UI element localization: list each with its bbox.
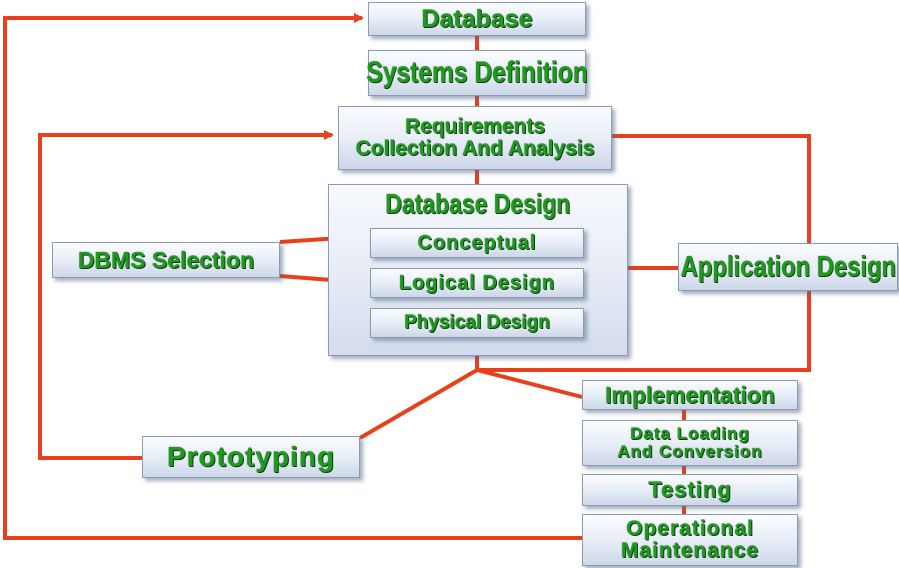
requirements-line2: Collection And Analysis xyxy=(355,137,595,160)
operational-maintenance-line1: Operational xyxy=(626,516,754,540)
connector-prototyping-feedback xyxy=(38,130,334,460)
systems-definition-box[interactable]: Systems Definition xyxy=(366,50,588,96)
testing-box[interactable]: Testing xyxy=(582,474,798,506)
database-label: Database xyxy=(421,4,533,33)
application-design-box[interactable]: Application Design xyxy=(678,243,898,291)
testing-label: Testing xyxy=(648,477,732,503)
physical-design-box[interactable]: Physical Design xyxy=(370,308,584,338)
data-loading-text: Data Loading And Conversion xyxy=(617,425,762,461)
prototyping-label: Prototyping xyxy=(166,441,336,473)
requirements-box[interactable]: Requirements Collection And Analysis xyxy=(338,106,612,170)
conceptual-box[interactable]: Conceptual xyxy=(370,228,584,258)
application-design-label: Application Design xyxy=(680,250,896,283)
operational-maintenance-text: Operational Maintenance xyxy=(620,516,760,562)
dbms-selection-box[interactable]: DBMS Selection xyxy=(52,242,280,278)
operational-maintenance-line2: Maintenance xyxy=(620,539,760,562)
operational-maintenance-box[interactable]: Operational Maintenance xyxy=(582,514,798,566)
data-loading-line2: And Conversion xyxy=(617,442,763,461)
data-loading-line1: Data Loading xyxy=(630,424,750,444)
requirements-line1: Requirements xyxy=(404,114,546,138)
implementation-label: Implementation xyxy=(605,381,775,408)
logical-design-box[interactable]: Logical Design xyxy=(370,268,584,298)
physical-design-label: Physical Design xyxy=(404,312,550,334)
database-box[interactable]: Database xyxy=(368,2,586,36)
logical-design-label: Logical Design xyxy=(398,271,556,294)
implementation-box[interactable]: Implementation xyxy=(582,380,798,410)
prototyping-box[interactable]: Prototyping xyxy=(142,436,360,478)
conceptual-label: Conceptual xyxy=(417,231,537,254)
dbms-selection-label: DBMS Selection xyxy=(77,246,255,273)
systems-definition-label: Systems Definition xyxy=(366,56,588,90)
database-design-label: Database Design xyxy=(385,188,571,219)
data-loading-box[interactable]: Data Loading And Conversion xyxy=(582,420,798,466)
requirements-text: Requirements Collection And Analysis xyxy=(355,114,595,160)
connector-junction-to-prototyping xyxy=(358,368,479,440)
connector-junction-to-implementation xyxy=(476,368,583,399)
